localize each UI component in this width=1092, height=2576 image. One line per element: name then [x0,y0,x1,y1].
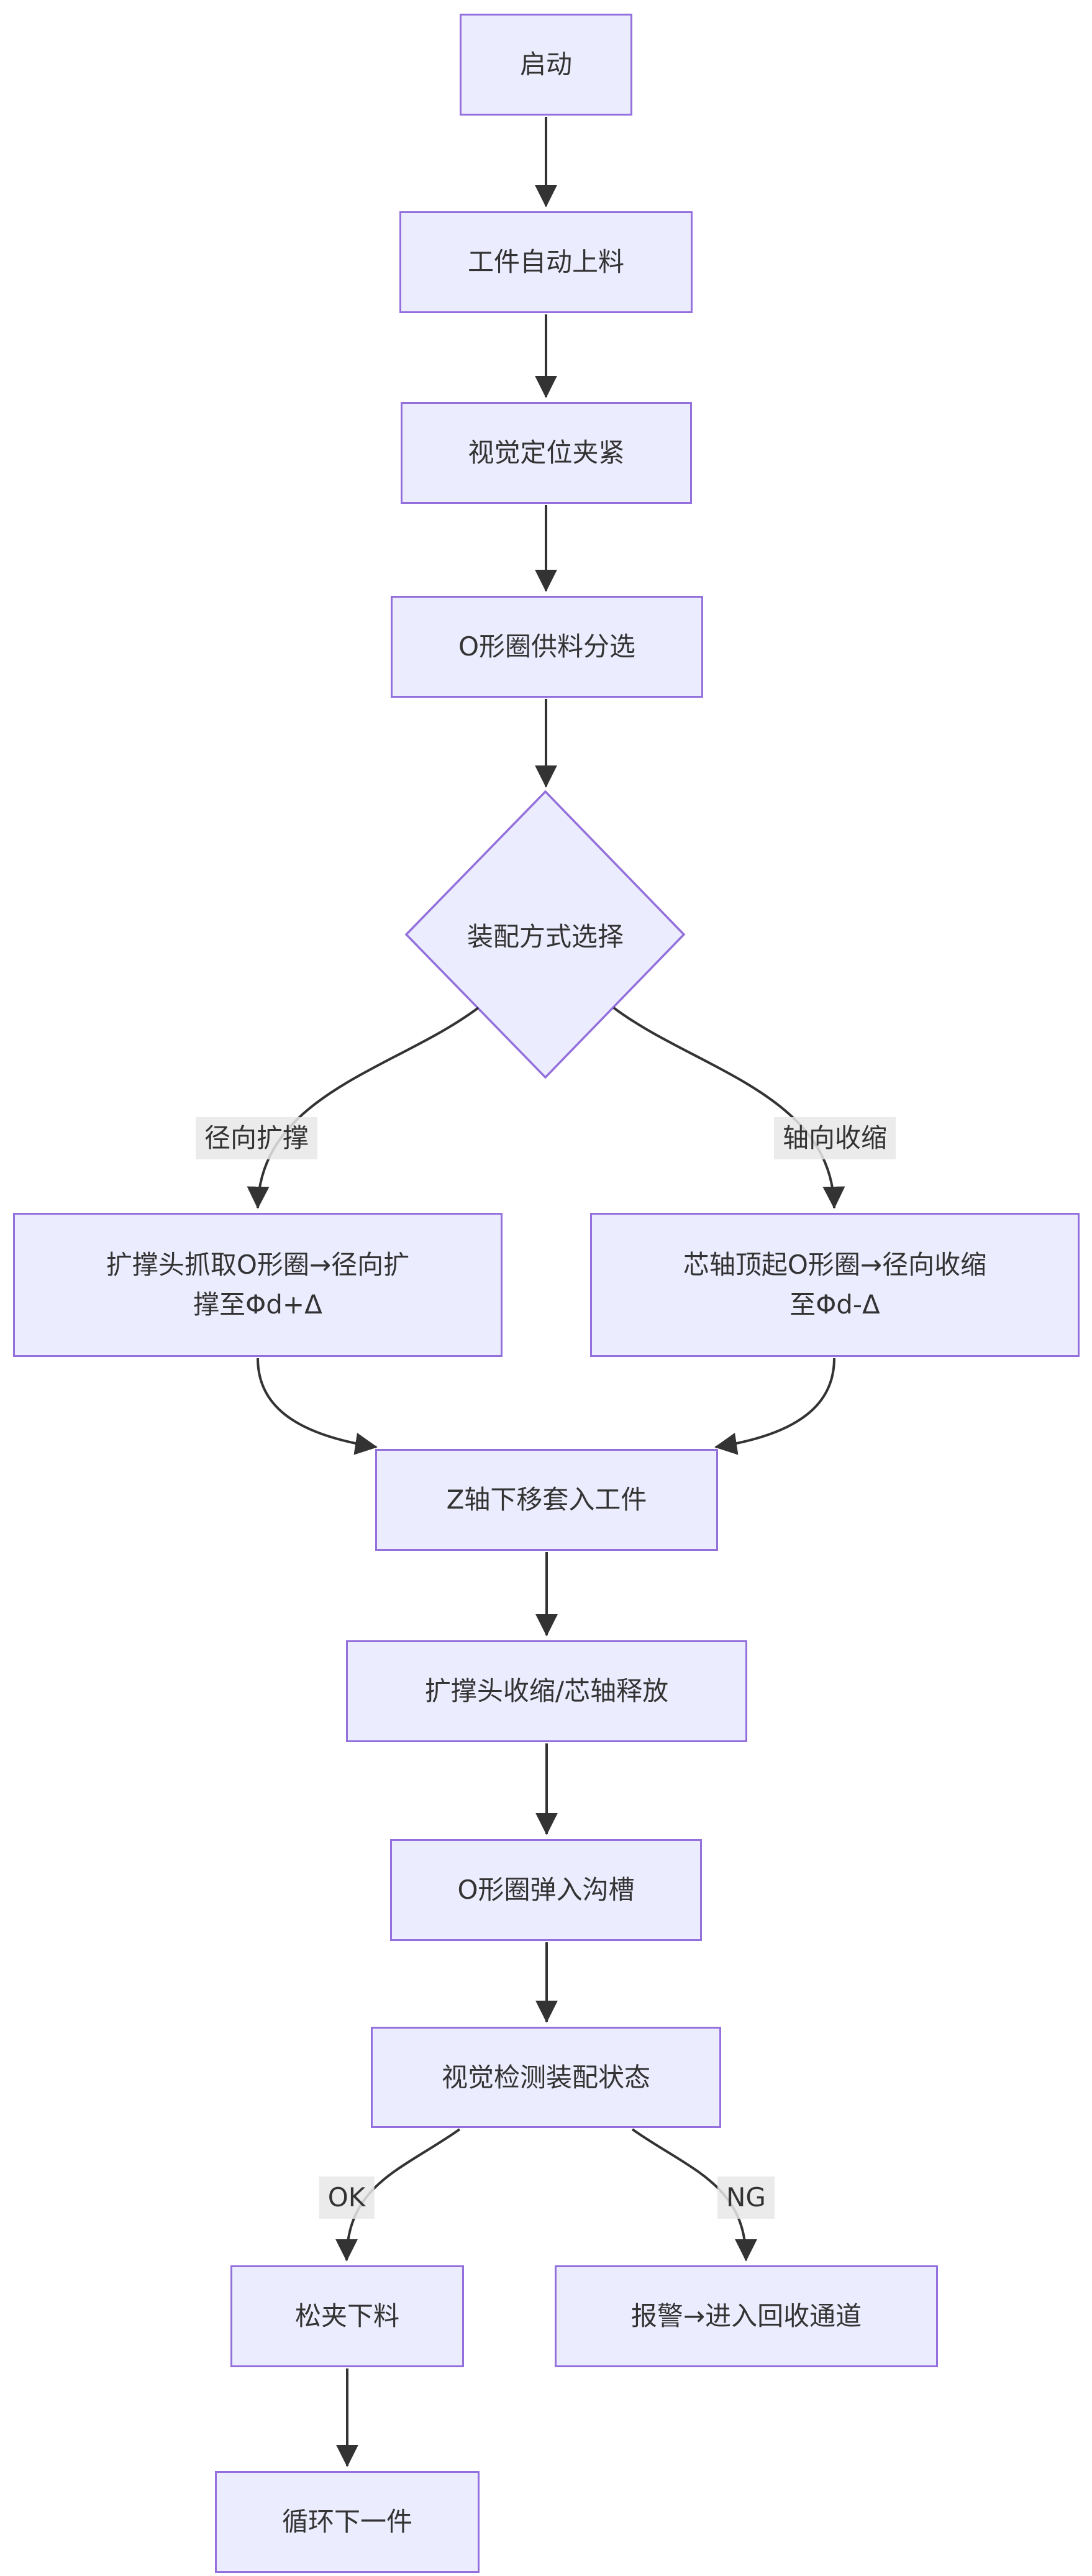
node-cycle-next: 循环下一件 [215,2471,480,2573]
node-vision-clamp: 视觉定位夹紧 [401,402,692,504]
edge-label-ok: OK [319,2176,375,2219]
edge-axialshrink-zinsert [714,1358,835,1455]
edge-label-radial: 径向扩撑 [195,1117,318,1159]
node-vision-inspect: 视觉检测装配状态 [371,2027,721,2128]
node-start-label: 启动 [519,49,572,80]
diamond-method-select-shape [404,790,686,1079]
node-axial-shrink: 芯轴顶起O形圈→径向收缩至Φd-Δ [590,1213,1080,1357]
edge-visioninspect-alarm-ng [631,2128,757,2262]
node-alarm-recycle: 报警→进入回收通道 [555,2265,938,2367]
edge-label-axial: 轴向收缩 [773,1117,896,1159]
node-snap-groove-label: O形圈弹入沟槽 [457,1875,635,1905]
edge-visioninspect-unclamp-ok [335,2128,461,2262]
edge-methodselect-axialshrink [612,1007,845,1209]
node-radial-expand: 扩撑头抓取O形圈→径向扩撑至Φd+Δ [13,1213,503,1357]
node-snap-groove: O形圈弹入沟槽 [390,1839,702,1941]
node-cycle-next-label: 循环下一件 [281,2506,412,2537]
node-axial-shrink-label: 芯轴顶起O形圈→径向收缩至Φd-Δ [683,1249,987,1320]
node-head-release: 扩撑头收缩/芯轴释放 [346,1640,747,1742]
node-alarm-recycle-label: 报警→进入回收通道 [630,2301,862,2331]
node-method-select: 装配方式选择 [406,792,685,1077]
edge-label-ng: NG [717,2176,775,2219]
node-unclamp-unload: 松夹下料 [230,2265,464,2367]
node-z-insert-label: Z轴下移套入工件 [446,1484,647,1515]
node-z-insert: Z轴下移套入工件 [375,1449,718,1551]
node-method-select-label: 装配方式选择 [466,921,624,952]
node-start: 启动 [460,14,632,116]
node-auto-load: 工件自动上料 [399,211,693,313]
edge-radialexpand-zinsert [257,1358,378,1455]
node-vision-inspect-label: 视觉检测装配状态 [441,2062,650,2093]
edge-methodselect-radialexpand [247,1007,480,1209]
node-unclamp-unload-label: 松夹下料 [294,2301,399,2331]
node-head-release-label: 扩撑头收缩/芯轴释放 [424,1676,669,1706]
node-auto-load-label: 工件自动上料 [467,247,624,277]
node-vision-clamp-label: 视觉定位夹紧 [468,437,625,468]
node-oring-feed: O形圈供料分选 [391,596,703,698]
node-radial-expand-label: 扩撑头抓取O形圈→径向扩撑至Φd+Δ [106,1249,410,1320]
node-oring-feed-label: O形圈供料分选 [458,631,636,662]
